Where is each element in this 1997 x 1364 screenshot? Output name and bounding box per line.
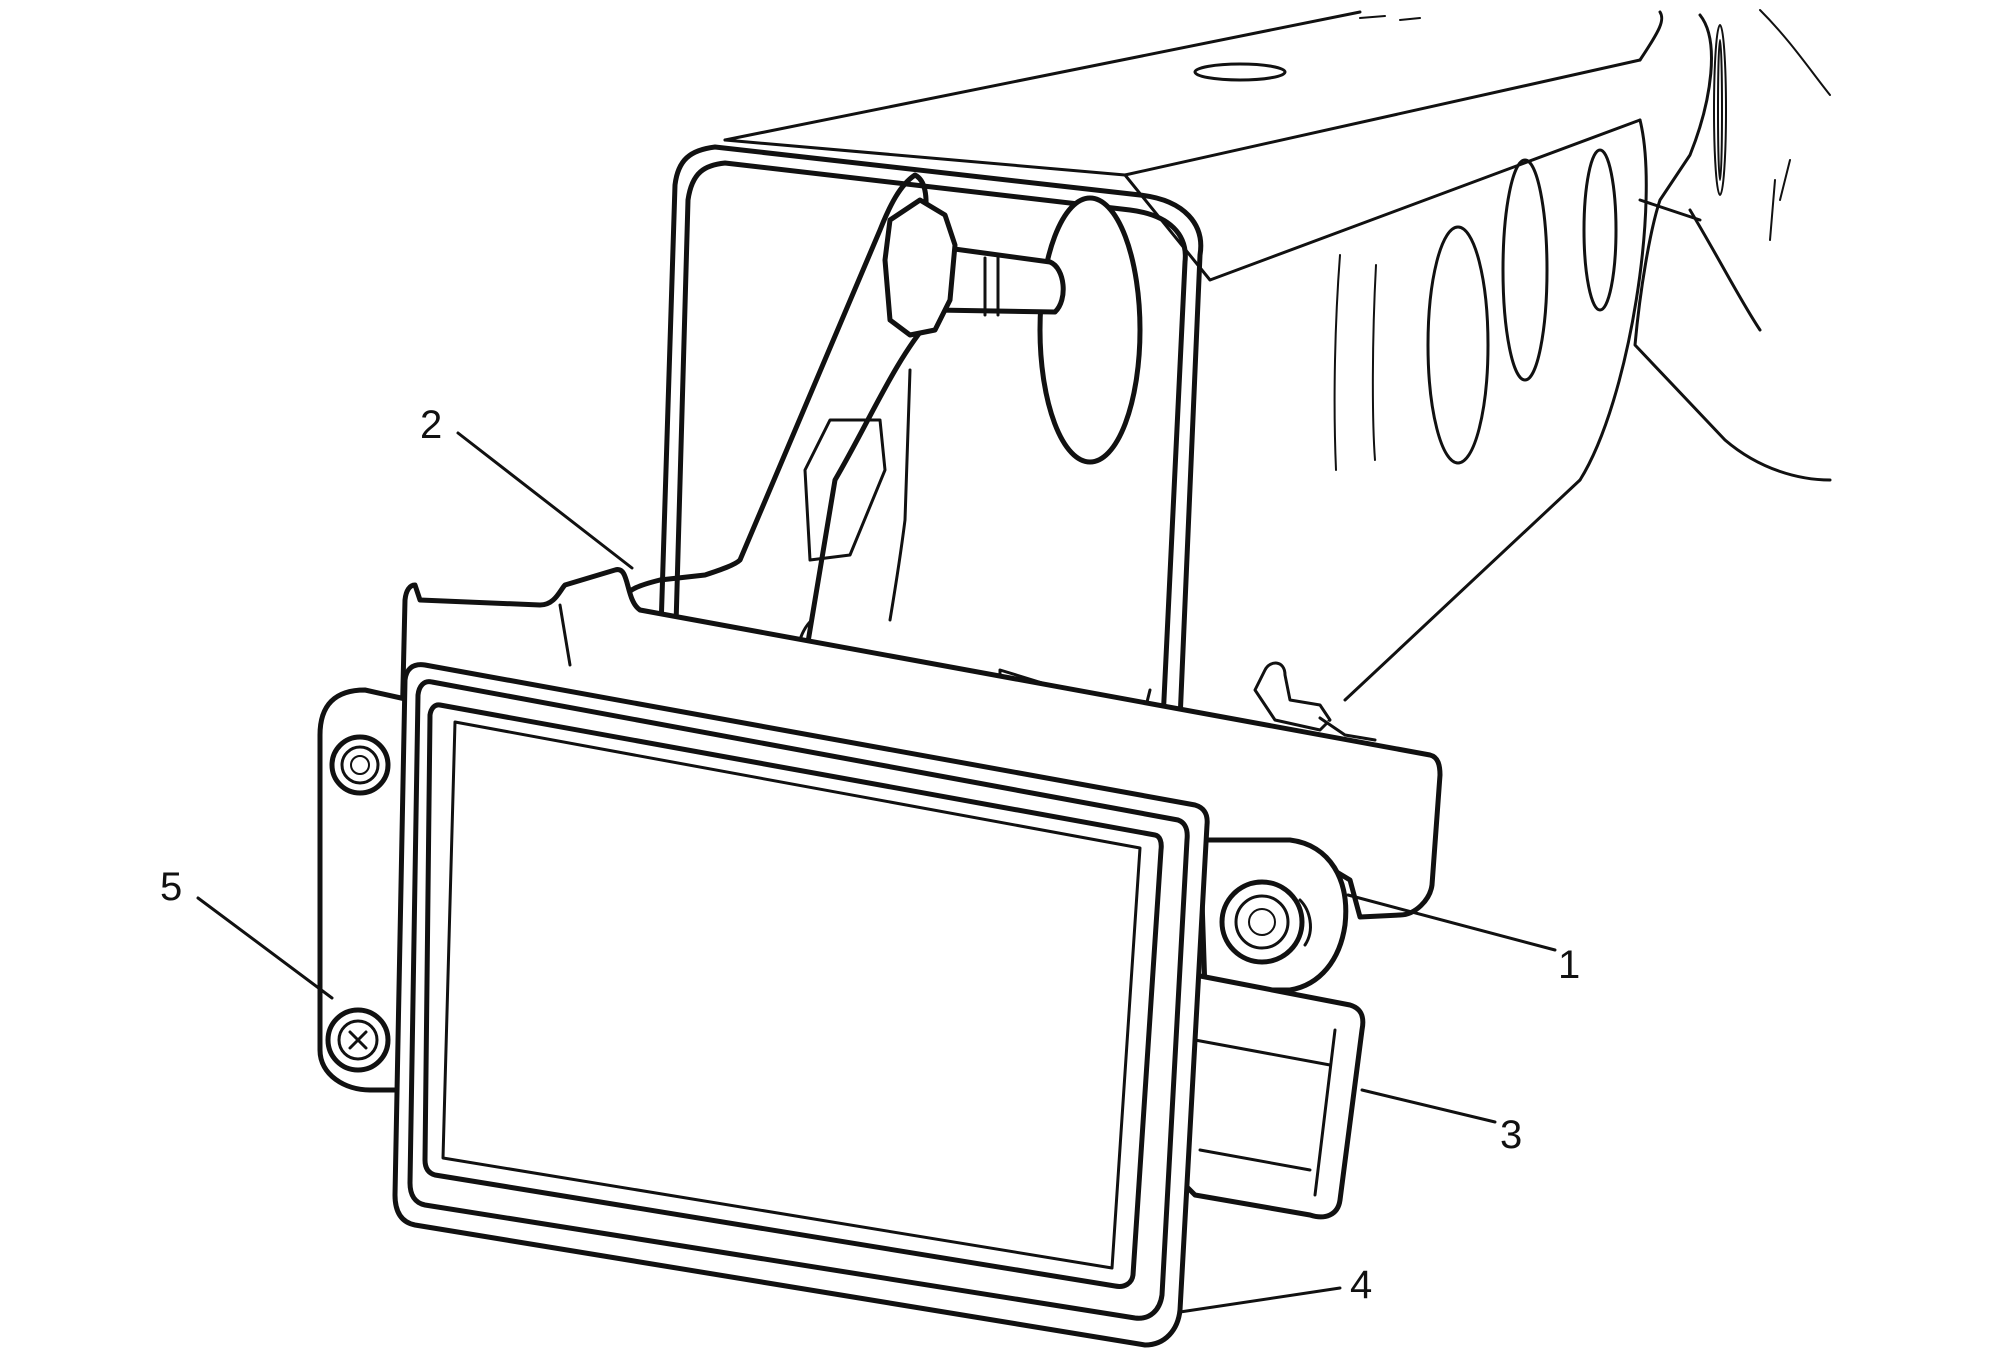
callout-5-label: 5 xyxy=(160,865,182,909)
callout-labels: 1 2 3 4 5 xyxy=(160,403,1580,1307)
callout-2-label: 2 xyxy=(420,403,442,447)
leader-lines xyxy=(196,431,1557,1314)
callout-4-label: 4 xyxy=(1350,1263,1372,1307)
frame-rail xyxy=(723,9,1832,702)
left-mounting-ear xyxy=(317,687,413,1093)
mounting-bracket xyxy=(617,144,1204,762)
callout-3-label: 3 xyxy=(1500,1113,1522,1157)
callout-1-label: 1 xyxy=(1558,943,1580,987)
lower-left-bolt xyxy=(325,1007,391,1073)
upper-left-bolt xyxy=(329,734,391,796)
radar-sensor-housing xyxy=(392,662,1210,1348)
right-bolt xyxy=(1219,879,1312,965)
electrical-connector xyxy=(1158,972,1366,1220)
